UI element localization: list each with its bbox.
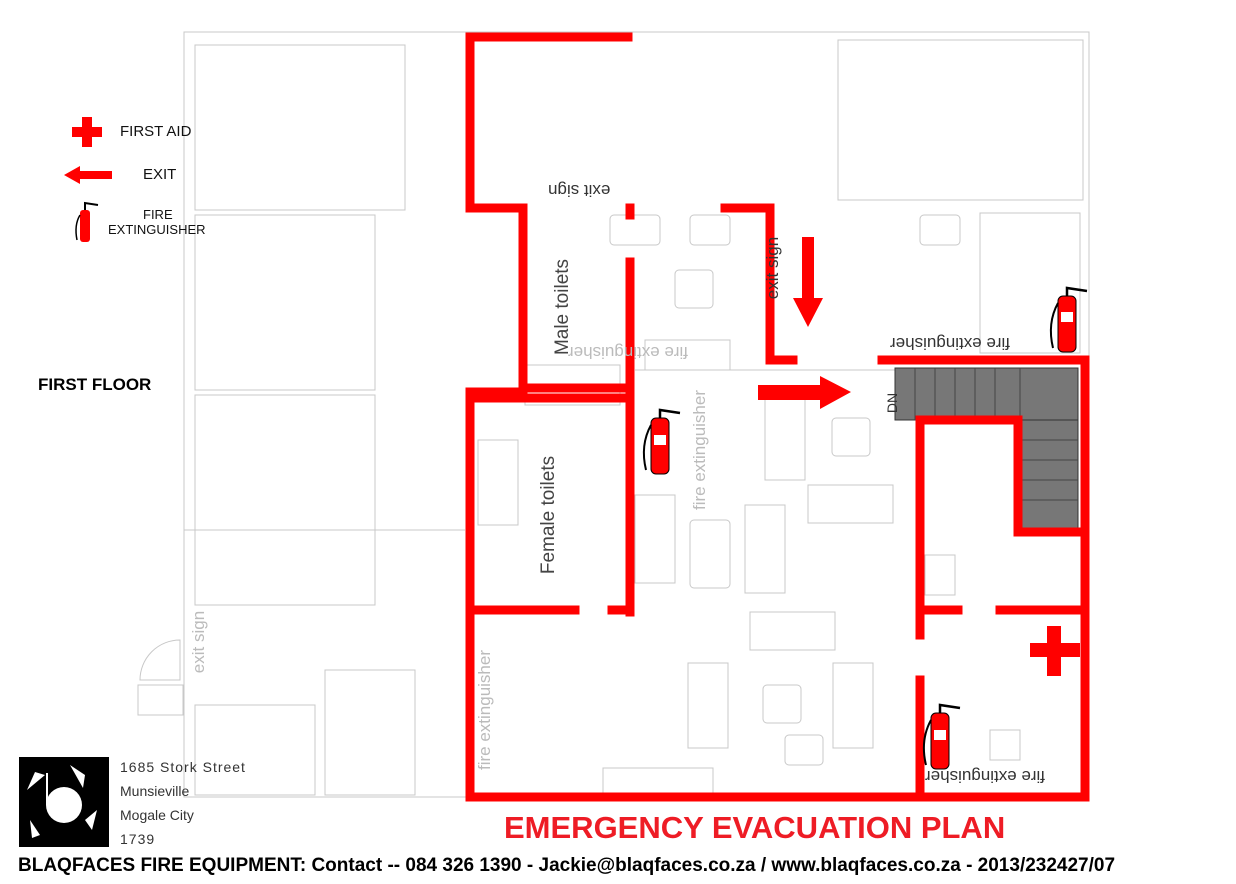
ghost-fire-extinguisher-label: fire extinguisher	[475, 649, 495, 771]
page-title: EMERGENCY EVACUATION PLAN	[504, 810, 1006, 845]
address-line-3: Mogale City	[120, 807, 194, 823]
blaqfaces-logo	[19, 757, 109, 847]
legend-exit-label: EXIT	[143, 166, 177, 183]
legend-first-aid-label: FIRST AID	[120, 123, 192, 140]
fire-extinguisher-icon	[75, 201, 99, 242]
exit-sign-label: exit sign	[763, 236, 783, 300]
fire-extinguisher-icon	[1049, 286, 1088, 353]
evacuation-walls	[465, 32, 1090, 802]
exit-sign-label: exit sign	[548, 181, 611, 200]
footer-contact: BLAQFACES FIRE EQUIPMENT: Contact -- 084…	[18, 855, 1116, 876]
address-line-1: 1685 Stork Street	[120, 759, 246, 775]
first-aid-icon	[1030, 626, 1080, 676]
fire-extinguisher-label: fire extinguisher	[890, 334, 1011, 353]
exit-arrow-down-icon	[793, 237, 823, 327]
fire-extinguisher-icon	[642, 408, 681, 475]
address-line-2: Munsieville	[120, 783, 190, 799]
fire-extinguisher-icon	[922, 703, 961, 770]
first-aid-icon	[72, 117, 102, 147]
legend-extinguisher-label: EXTINGUISHER	[108, 222, 206, 237]
ghost-fire-extinguisher-label: fire extinguisher	[690, 389, 710, 511]
exit-arrow-icon	[64, 166, 112, 184]
floor-label: FIRST FLOOR	[38, 375, 152, 394]
fire-extinguisher-label: fire extinguisher	[925, 767, 1046, 786]
staircase	[894, 367, 1079, 531]
stair-down-label: DN	[884, 392, 901, 414]
exit-arrow-right-icon	[758, 376, 851, 409]
legend-fire-label: FIRE	[143, 207, 173, 222]
room-label-female-toilets: Female toilets	[538, 455, 560, 575]
room-label-male-toilets: Male toilets	[552, 258, 574, 356]
address-line-4: 1739	[120, 831, 156, 847]
ghost-fire-extinguisher-label: fire extinguisher	[568, 343, 689, 362]
ghost-exit-sign-label: exit sign	[189, 610, 209, 674]
